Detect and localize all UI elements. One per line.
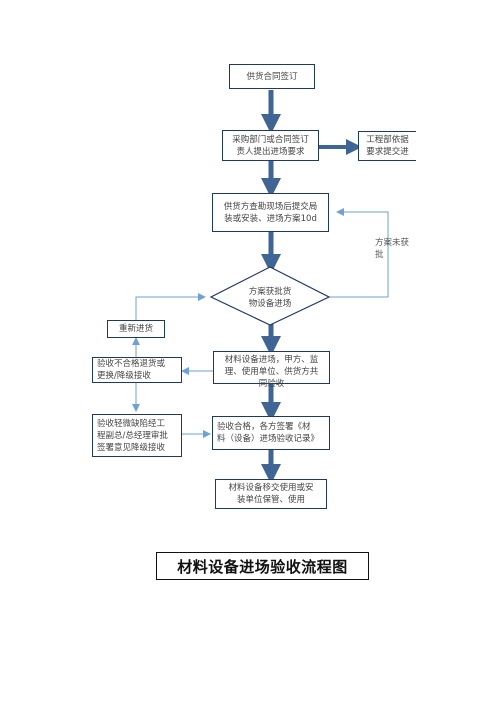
arrow-not-approved-loop	[329, 208, 389, 298]
node-engineering-request: 工程部依据 要求提交进	[358, 131, 416, 161]
node-handover: 材料设备移交使用或安 装单位保管、使用	[215, 479, 327, 509]
label-plan-not-approved: 方案未获 批	[375, 238, 410, 260]
decision-diamond	[209, 266, 331, 326]
diagram-title: 材料设备进场验收流程图	[156, 552, 369, 580]
node-entry-request: 采购部门或合同签订 责人提出进场要求	[222, 130, 319, 161]
node-reship: 重新进货	[107, 320, 165, 338]
node-submit-plan: 供货方查勘现场后提交局 装或安装、进场方案10d	[212, 193, 329, 232]
node-minor-defect: 验收轻微缺陷经工 程副总/总经理审批 签署意见降级接收	[92, 414, 182, 457]
node-accept-signed: 验收合格，各方签署《材 料（设备）进场验收记录》	[212, 416, 330, 450]
arrow-reship-to-approval	[135, 293, 206, 320]
node-reject: 验收不合格退货或 更换/降级接收	[92, 357, 182, 383]
node-plan-approved: 方案获批货 物设备进场	[248, 287, 292, 309]
node-joint-inspection: 材料设备进场，甲方、监 理、使用单位、供货方共 同验收	[213, 351, 330, 389]
node-contract-signed: 供货合同签订	[229, 64, 315, 89]
